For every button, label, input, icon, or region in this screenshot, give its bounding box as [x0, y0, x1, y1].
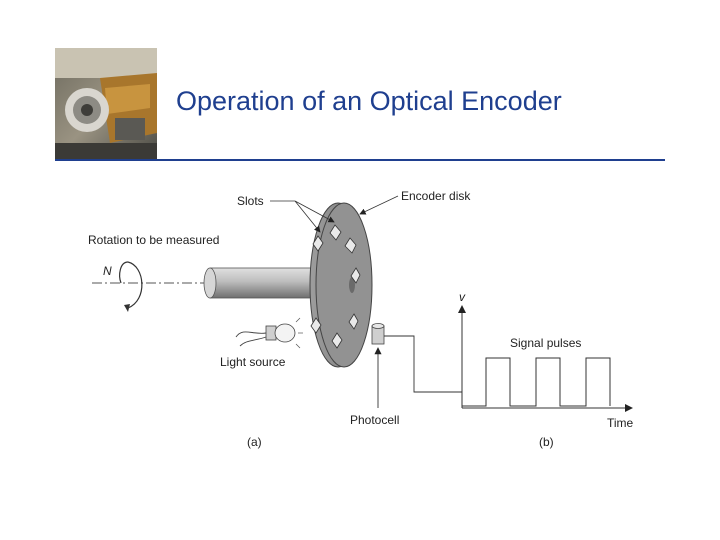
pulse-graph — [462, 306, 632, 408]
time-axis-label: Time — [607, 416, 634, 430]
rotation-label: Rotation to be measured — [88, 233, 219, 247]
n-label: N — [103, 264, 112, 278]
photocell-icon — [372, 324, 384, 345]
slots-label: Slots — [237, 194, 264, 208]
photocell-label: Photocell — [350, 413, 399, 427]
signal-pulses-label: Signal pulses — [510, 336, 581, 350]
pulse-train — [462, 358, 610, 406]
part-b-label: (b) — [539, 435, 554, 449]
rotation-arrow-icon — [120, 262, 142, 312]
light-source-label: Light source — [220, 355, 286, 369]
encoder-disk-label: Encoder disk — [401, 189, 471, 203]
v-axis-label: v — [459, 290, 466, 304]
light-source-icon — [236, 318, 303, 348]
encoder-disk — [310, 203, 372, 367]
part-a-label: (a) — [247, 435, 262, 449]
signal-wire — [384, 336, 462, 392]
